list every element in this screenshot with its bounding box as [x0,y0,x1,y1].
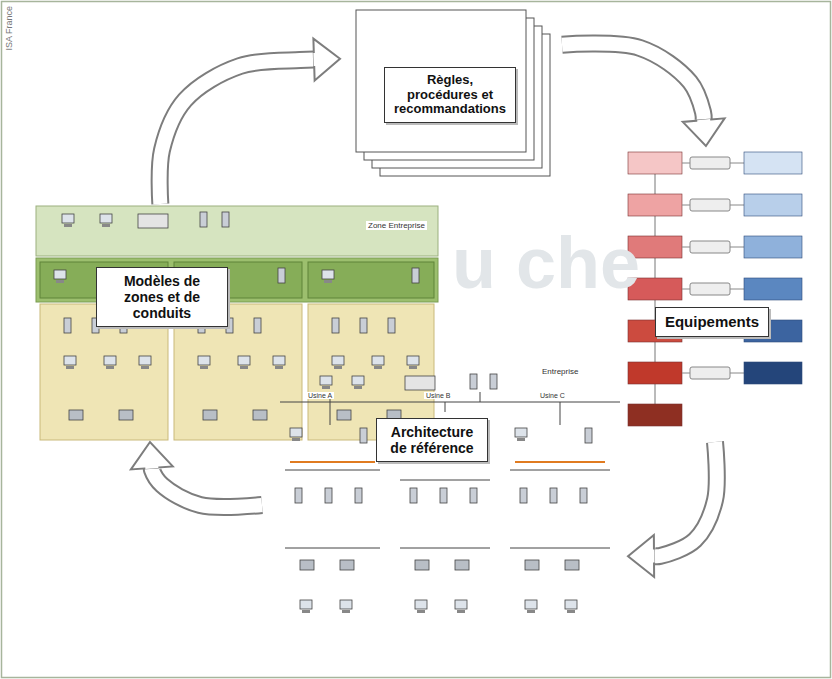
node-label: Règles, procédures et recommandations [384,67,516,124]
diagram-panel: Equipements [624,146,806,442]
zone-label: Usine A [306,392,334,399]
equipment-chart [628,152,802,426]
zone-label: Usine C [538,392,567,399]
node-label: Equipements [655,307,769,336]
node-label: Architecture de référence [376,418,488,462]
zone-label: Zone Entreprise [366,221,427,230]
node-label: Modèles de zones et de conduits [96,267,228,327]
background-lettering: u che [452,222,640,304]
cycle-arrow [160,39,340,204]
document-stack [356,10,550,176]
zone-label: Usine B [424,392,453,399]
credit-text: ISA France [4,6,14,51]
cycle-arrow [628,442,717,577]
diagram-panel: Modèles de zones et de conduits [32,204,446,442]
reference-architecture [280,392,620,548]
zone-label: Entreprise [540,367,580,376]
diagram-panel: Règles, procédures et recommandations [340,6,562,182]
cycle-arrow [562,44,725,146]
cycle-arrow [131,442,262,507]
zone-model [36,206,438,440]
diagram-panel: Architecture de référence [262,364,628,674]
